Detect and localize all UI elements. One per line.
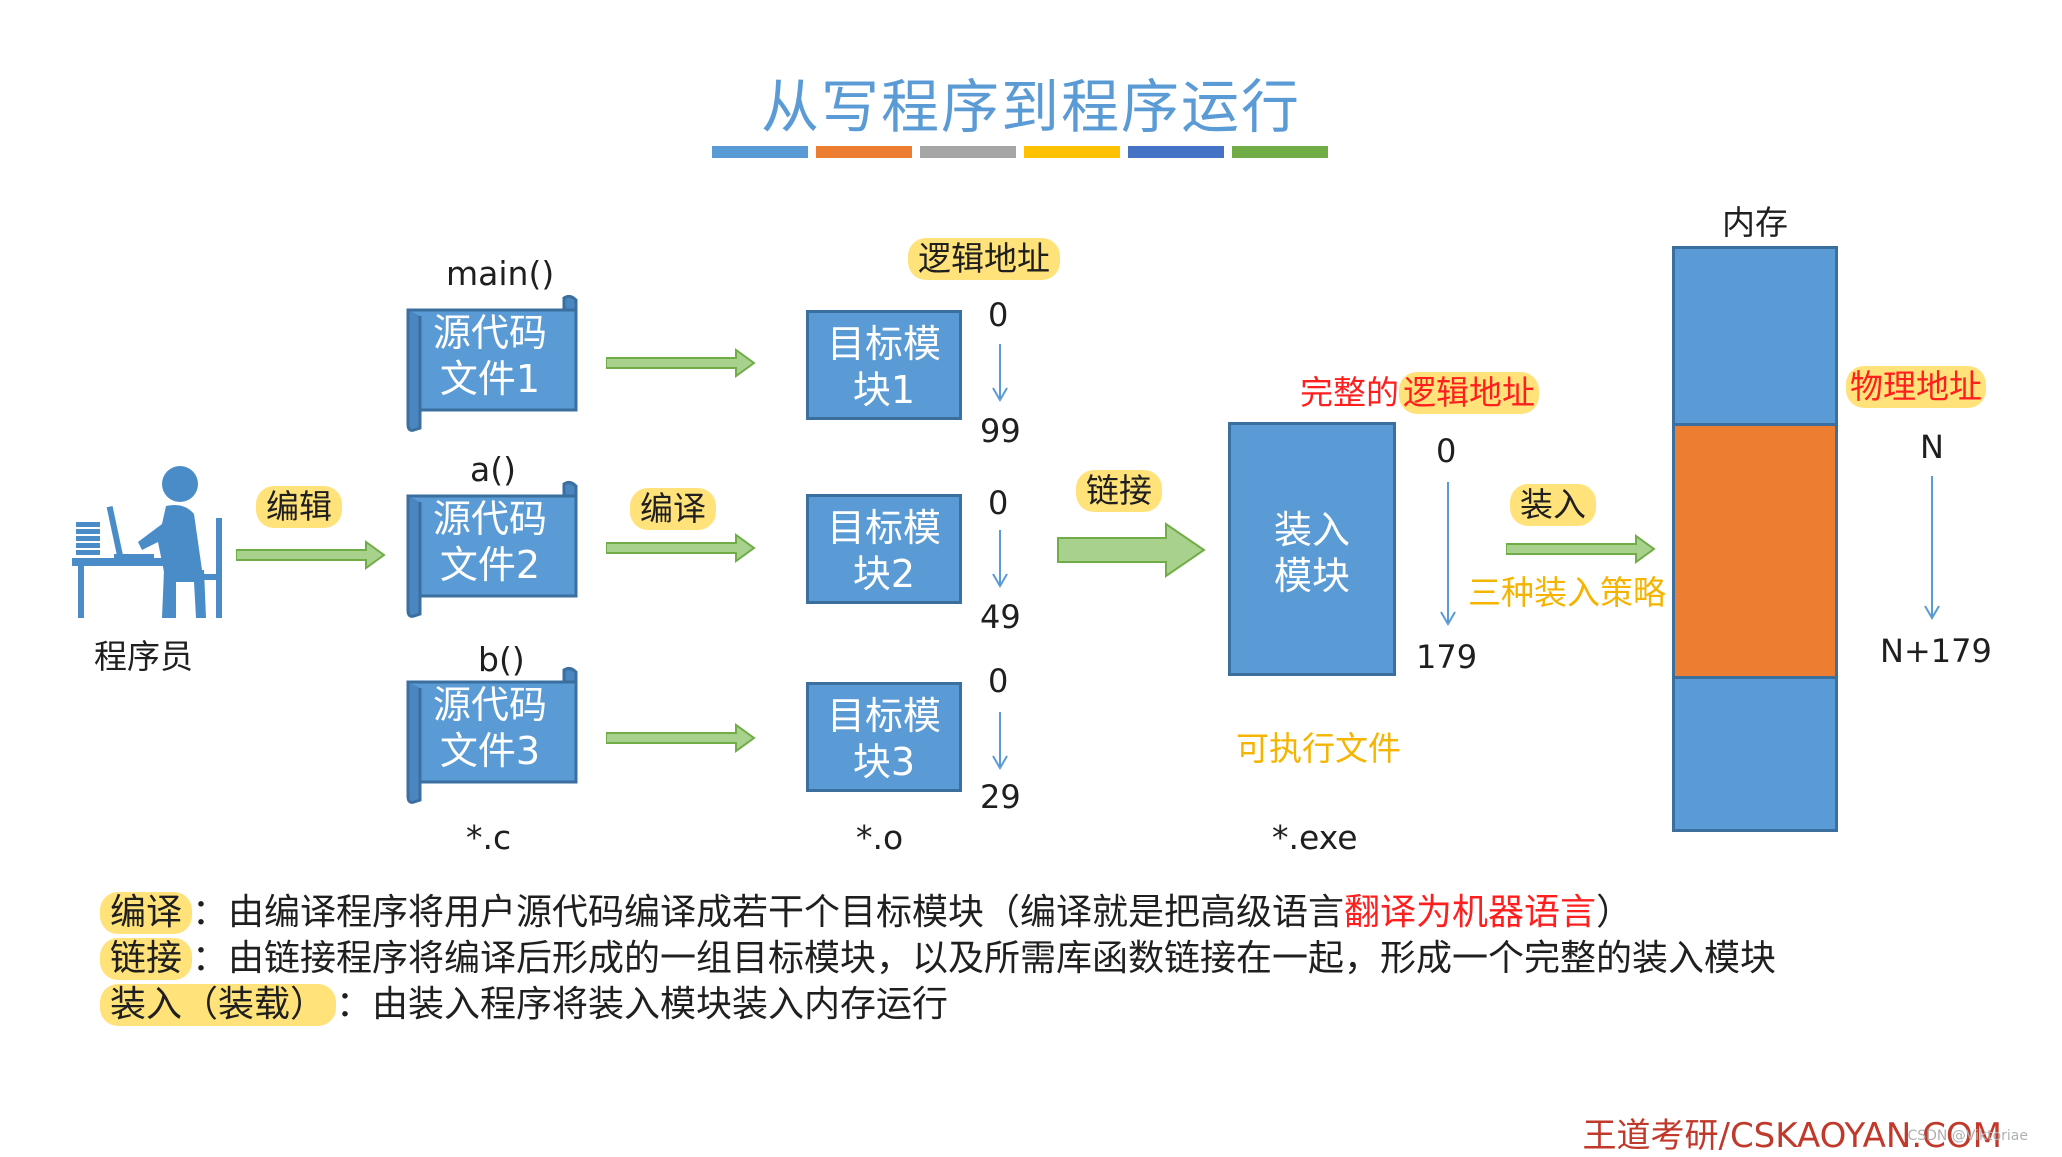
- source-file-3: 源代码文件3: [400, 664, 582, 806]
- object-module-1: 目标模块1: [806, 310, 962, 420]
- address-range-arrow: [992, 530, 1008, 588]
- watermark: CSDN @Viktoriae: [1907, 1128, 2028, 1144]
- title-color-bars: [712, 146, 1328, 158]
- address-end: 99: [980, 412, 1021, 450]
- address-start: 0: [988, 296, 1009, 334]
- compile-label: 编译: [630, 488, 716, 530]
- source-ext-label: *.c: [466, 818, 512, 857]
- function-label: b(): [478, 640, 525, 679]
- load-label: 装入: [1510, 484, 1596, 526]
- address-range-arrow: [992, 344, 1008, 402]
- physical-address-label: 物理地址: [1846, 366, 1986, 408]
- link-label: 链接: [1076, 470, 1162, 512]
- compile-arrow: [606, 348, 756, 378]
- address-end: 29: [980, 778, 1021, 816]
- object-module-3: 目标模块3: [806, 682, 962, 792]
- load-arrow: [1506, 534, 1656, 564]
- footer-brand: 王道考研/CSKAOYAN.COM: [1582, 1116, 2002, 1156]
- address-range-arrow: [992, 712, 1008, 770]
- load-module-address-end: 179: [1416, 638, 1478, 676]
- memory-block: [1672, 246, 1838, 832]
- page-title: 从写程序到程序运行: [760, 73, 1301, 141]
- programmer-icon: [72, 466, 222, 618]
- title-bar: [1128, 146, 1224, 158]
- memory-address-end: N+179: [1880, 632, 1992, 670]
- object-module-2: 目标模块2: [806, 494, 962, 604]
- compile-arrow: [606, 723, 756, 753]
- address-end: 49: [980, 598, 1021, 636]
- address-start: 0: [988, 484, 1009, 522]
- edit-label: 编辑: [256, 486, 342, 528]
- programmer-label: 程序员: [94, 637, 193, 676]
- memory-range-arrow: [1924, 476, 1940, 620]
- load-module-address-start: 0: [1436, 432, 1457, 470]
- title-bar: [1232, 146, 1328, 158]
- load-module-range-arrow: [1440, 482, 1456, 626]
- exe-ext-label: *.exe: [1272, 818, 1358, 857]
- link-arrow: [1057, 522, 1206, 578]
- compile-arrow: [606, 533, 756, 563]
- title-bar: [816, 146, 912, 158]
- note-load: 装入（装载）：由装入程序将装入模块装入内存运行: [100, 982, 1776, 1028]
- object-ext-label: *.o: [856, 818, 904, 857]
- memory-title: 内存: [1722, 203, 1788, 242]
- memory-address-start: N: [1920, 428, 1944, 466]
- load-strategies-label: 三种装入策略: [1468, 573, 1666, 612]
- note-compile: 编译：由编译程序将用户源代码编译成若干个目标模块（编译就是把高级语言翻译为机器语…: [100, 890, 1776, 936]
- load-module: 装入模块: [1228, 422, 1396, 676]
- source-file-1: 源代码文件1: [400, 292, 582, 434]
- note-link: 链接：由链接程序将编译后形成的一组目标模块，以及所需库函数链接在一起，形成一个完…: [100, 936, 1776, 982]
- title-bar: [712, 146, 808, 158]
- title-bar: [920, 146, 1016, 158]
- function-label: main(): [446, 254, 555, 293]
- notes: 编译：由编译程序将用户源代码编译成若干个目标模块（编译就是把高级语言翻译为机器语…: [100, 890, 1776, 1028]
- memory-allocated-region: [1675, 423, 1835, 679]
- edit-arrow: [236, 540, 386, 570]
- executable-label: 可执行文件: [1236, 729, 1401, 768]
- function-label: a(): [470, 450, 516, 489]
- source-file-2: 源代码文件2: [400, 478, 582, 620]
- complete-logical-address-label: 完整的逻辑地址: [1300, 366, 1539, 414]
- address-start: 0: [988, 662, 1009, 700]
- title-bar: [1024, 146, 1120, 158]
- logical-address-label: 逻辑地址: [908, 238, 1060, 280]
